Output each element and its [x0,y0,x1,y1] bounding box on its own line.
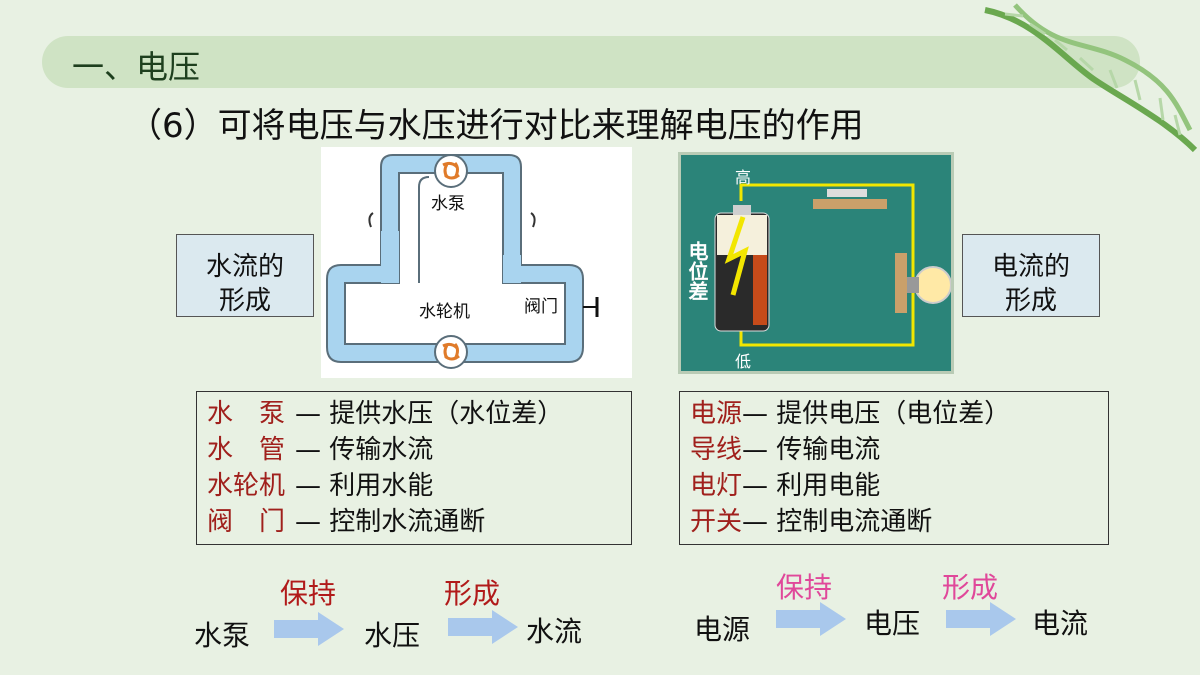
water-verb-maintain: 保持 [280,577,337,610]
water-flow-box: 水流的 形成 [176,234,314,317]
arrow-right-icon [274,612,344,646]
electric-flow-line1: 电流的 [991,252,1070,282]
section-title: 一、电压 [72,48,201,86]
water-chain-flow: 水流 [526,615,583,648]
electric-circuit-diagram: 高 低 电位差 [678,152,954,374]
elec-verb-form: 形成 [942,571,999,604]
water-circuit-diagram: 水泵 水轮机 阀门 [321,147,632,378]
list-item: 水 泵— 提供水压（水位差） [207,399,564,429]
arrow-right-icon [776,602,846,636]
dna-decoration-icon [984,3,1198,153]
elec-chain-current: 电流 [1032,607,1089,640]
electric-flow-box: 电流的 形成 [962,234,1100,317]
list-item: 电源— 提供电压（电位差） [690,399,1011,429]
water-component-list: 水 泵— 提供水压（水位差） 水 管— 传输水流 水轮机— 利用水能 阀 门— … [196,391,632,545]
arrow-right-icon [448,610,518,644]
arrow-right-icon [946,602,1016,636]
water-chain-pressure: 水压 [364,619,421,652]
list-item: 电灯— 利用电能 [690,471,881,501]
list-item: 导线— 传输电流 [690,435,881,465]
list-item: 阀 门— 控制水流通断 [207,507,486,537]
turbine-label: 水轮机 [419,302,470,322]
valve-label: 阀门 [524,297,558,317]
title-bar [42,36,1140,88]
list-item: 水 管— 传输水流 [207,435,434,465]
water-chain-pump: 水泵 [194,619,251,652]
subtitle: （6）可将电压与水压进行对比来理解电压的作用 [128,106,864,146]
high-label: 高 [735,168,751,187]
list-item: 水轮机— 利用水能 [207,471,434,501]
water-verb-form: 形成 [444,577,501,610]
water-flow-line1: 水流的 [205,252,284,282]
elec-chain-voltage: 电压 [864,607,921,640]
list-item: 开关— 控制电流通断 [690,507,933,537]
pump-label: 水泵 [431,194,465,214]
low-label: 低 [735,352,751,371]
elec-verb-maintain: 保持 [776,571,833,604]
electric-component-list: 电源— 提供电压（电位差） 导线— 传输电流 电灯— 利用电能 开关— 控制电流… [679,391,1109,545]
water-flow-line2: 形成 [218,286,271,316]
electric-flow-line2: 形成 [1004,286,1057,316]
potential-diff-vertical: 电位差 [685,241,709,301]
elec-chain-source: 电源 [694,613,751,646]
